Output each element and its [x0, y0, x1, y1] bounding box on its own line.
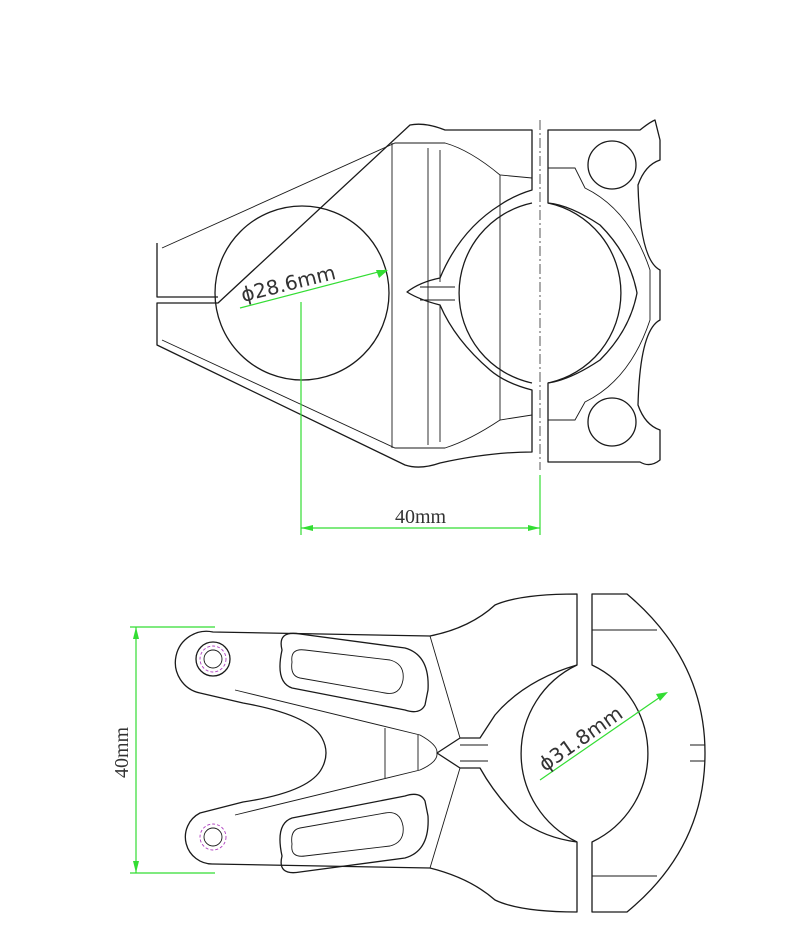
top-view-stem-body: [156, 123, 533, 468]
arrowhead: [376, 270, 388, 278]
top-diameter-label: ϕ28.6mm: [238, 260, 338, 307]
arrowhead: [656, 692, 668, 701]
arrowhead: [528, 525, 540, 531]
steerer-bolt-top: [195, 641, 231, 677]
bar-clamp-bore-left: [458, 202, 533, 384]
weight-slot-bottom-inner: [291, 812, 404, 857]
side-height-label: 40mm: [111, 726, 133, 778]
faceplate-inner-edge: [548, 167, 651, 421]
side-view-web: [234, 635, 461, 869]
faceplate-bolt-top: [587, 140, 637, 190]
arrowhead: [133, 627, 139, 639]
side-diameter-label: ϕ31.8mm: [534, 701, 627, 776]
bolt-thread-bottom: [199, 823, 227, 851]
bolt-hole-top: [203, 649, 223, 669]
faceplate-side-edges: [460, 629, 705, 877]
weight-slot-bottom: [279, 793, 429, 874]
side-view-stem-body: [174, 593, 578, 913]
bolt-hole-bottom: [203, 827, 223, 847]
arrowhead: [301, 525, 313, 531]
side-view: ϕ31.8mm 40mm: [111, 593, 706, 913]
steerer-bore-circle: [214, 205, 390, 381]
weight-slot-top-inner: [291, 649, 404, 694]
bolt-thread-top: [199, 645, 227, 673]
top-view: ϕ28.6mm 40mm: [156, 119, 661, 535]
faceplate-side: [591, 593, 706, 913]
arrowhead: [133, 861, 139, 873]
top-view-inner-edge: [161, 142, 533, 449]
bar-bore-left: [520, 664, 578, 843]
diameter-dimension-line: [239, 269, 387, 309]
faceplate-bolt-bottom: [587, 397, 637, 447]
bar-clamp-bore-right: [547, 202, 622, 384]
weight-slot-top: [279, 632, 429, 713]
diameter-dimension-line: [539, 692, 667, 781]
top-length-label: 40mm: [395, 506, 447, 528]
faceplate-outline: [547, 119, 661, 466]
